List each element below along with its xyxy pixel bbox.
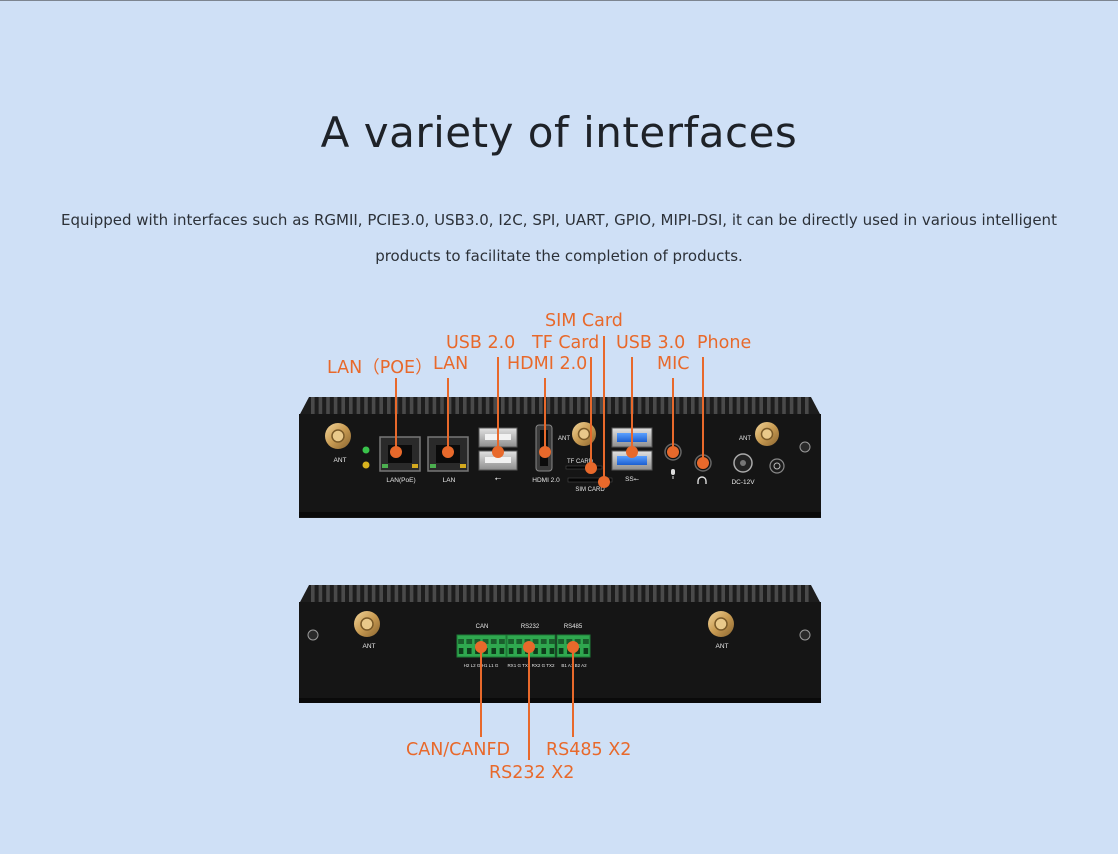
power-button [769, 458, 785, 474]
back-fins [299, 585, 821, 604]
back-ant-left-print: ANT [363, 643, 376, 650]
rs485-print: RS485 [564, 624, 583, 630]
usb-symbol-icon: ⭠ [495, 474, 502, 483]
hdmi-print: HDMI 2.0 [532, 477, 560, 484]
callout-rs485: RS485 X2 [546, 740, 632, 760]
screw-right-icon [799, 629, 811, 641]
back-antenna-right-icon [708, 611, 734, 637]
ant-mid-print: ANT [558, 436, 570, 442]
led-yellow-icon [362, 461, 370, 469]
page-title: A variety of interfaces [320, 108, 798, 157]
back-ant-right-print: ANT [716, 643, 729, 650]
can-print: CAN [476, 624, 489, 630]
callout-usb3: USB 3.0 [616, 333, 686, 353]
callout-phone: Phone [697, 333, 752, 353]
sim-slot [567, 477, 613, 483]
back-callout-lines [480, 647, 574, 760]
top-border [0, 0, 1118, 1]
tf-slot [565, 465, 603, 470]
back-callout-dots [475, 641, 579, 653]
back-panel: ANT ANT CAN RS232 RS485 H2 L2 G H1 L1 G … [299, 585, 821, 703]
callout-mic: MIC [657, 354, 690, 374]
front-callout-lines [395, 336, 704, 482]
dc-jack [733, 453, 753, 473]
lan-print: LAN [443, 477, 456, 484]
page-description: Equipped with interfaces such as RGMII, … [61, 211, 1057, 265]
callout-lan-poe: LAN（POE） [327, 358, 433, 378]
screw-left-icon [307, 629, 319, 641]
dc-print: DC-12V [731, 479, 755, 486]
front-fins [299, 397, 821, 416]
mic-icon [671, 469, 675, 479]
back-antenna-left-icon [354, 611, 380, 637]
screw-icon [799, 441, 811, 453]
ss-usb-symbol-icon: SS⭠ [625, 476, 639, 483]
callout-tf-card: TF Card [532, 333, 600, 353]
ant-left-print: ANT [334, 457, 347, 464]
front-callout-dots [390, 446, 709, 488]
headphone-icon [697, 476, 707, 484]
callout-usb2: USB 2.0 [446, 333, 516, 353]
tf-print: TF CARD [567, 459, 594, 465]
front-panel: ANT LAN(PoE) LAN ⭠ [299, 397, 821, 518]
antenna-left-icon [325, 423, 351, 449]
rs485-pins-print: B1 A1 B2 A2 [561, 663, 587, 668]
led-green-icon [362, 446, 370, 454]
antenna-right-icon [755, 422, 779, 446]
rs232-print: RS232 [521, 624, 540, 630]
callout-hdmi: HDMI 2.0 [507, 354, 588, 374]
lan-poe-print: LAN(PoE) [386, 477, 415, 484]
callout-can: CAN/CANFD [406, 740, 511, 760]
ant-right-print: ANT [739, 436, 751, 442]
callout-lan: LAN [433, 354, 469, 374]
callout-sim-card: SIM Card [545, 311, 623, 331]
callout-rs232: RS232 X2 [489, 763, 575, 783]
sim-print: SIM CARD [575, 487, 605, 493]
terminal-screw-holes [458, 639, 589, 654]
rs232-pins-print: RX1 G TX1 RX2 G TX2 [507, 663, 555, 668]
antenna-mid-icon [572, 422, 596, 446]
